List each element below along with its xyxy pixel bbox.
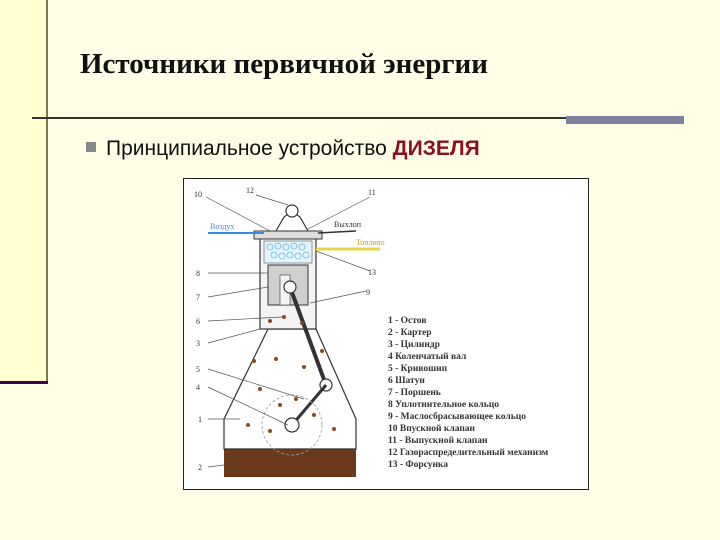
- callout-6: 6: [196, 317, 200, 326]
- callout-leaders: [205, 194, 371, 468]
- callout-8: 8: [196, 269, 200, 278]
- callout-9: 9: [366, 288, 370, 297]
- piston-pin: [283, 280, 297, 294]
- exhaust-arrow: [317, 230, 357, 234]
- bullet-square-icon: [86, 142, 96, 153]
- legend-item-5: 5 - Кривошип: [388, 364, 448, 374]
- diesel-diagram-svg: 10 12 11 8 13 7 9 6 3 5 4 1 2 Воздух Вых…: [194, 186, 549, 477]
- callout-11: 11: [368, 188, 376, 197]
- legend-item-8: 8 Уплотнительное кольцо: [388, 400, 499, 410]
- bullet-item: Принципиальное устройство ДИЗЕЛЯ: [86, 137, 480, 161]
- exhaust-label: Выхлоп: [334, 220, 362, 229]
- camshaft: [285, 204, 299, 218]
- legend-item-10: 10 Впускной клапан: [388, 423, 476, 434]
- fuel-label: Топливо: [356, 238, 385, 247]
- oil-sump: [224, 449, 356, 477]
- bullet-accent-text: ДИЗЕЛЯ: [392, 137, 480, 160]
- legend-item-6: 6 Шатун: [388, 376, 425, 386]
- legend-item-2: 2 - Картер: [388, 328, 432, 338]
- callout-13: 13: [368, 268, 376, 277]
- legend-item-9: 9 - Маслосбрасывающее кольцо: [388, 411, 526, 422]
- inlet-label: Воздух: [210, 222, 234, 231]
- cylinder-head: [253, 230, 323, 240]
- callout-3: 3: [196, 339, 200, 348]
- left-accent-bar: [0, 0, 46, 383]
- slide-title: Источники первичной энергии: [80, 48, 488, 80]
- left-accent-bottom: [0, 381, 48, 384]
- legend-item-3: 3 - Цилиндр: [388, 340, 440, 350]
- callout-7: 7: [196, 293, 200, 302]
- left-accent-line: [46, 0, 48, 383]
- callout-2: 2: [198, 463, 202, 472]
- legend-item-4: 4 Коленчатый вал: [388, 351, 467, 362]
- callout-10: 10: [194, 190, 202, 199]
- title-divider-accent: [566, 116, 684, 124]
- callout-numbers: 10 12 11 8 13 7 9 6 3 5 4 1 2: [194, 186, 376, 472]
- crankshaft-journal: [284, 417, 300, 433]
- crank-web: [290, 384, 328, 426]
- diesel-diagram: 10 12 11 8 13 7 9 6 3 5 4 1 2 Воздух Вых…: [183, 178, 589, 490]
- title-divider: [32, 117, 680, 119]
- callout-12: 12: [246, 186, 254, 195]
- callout-4: 4: [196, 383, 200, 392]
- legend-item-13: 13 - Форсунка: [388, 460, 448, 470]
- legend-item-1: 1 - Остов: [388, 316, 426, 326]
- oil-particles: [246, 315, 336, 433]
- air-bubbles: [266, 242, 310, 260]
- callout-5: 5: [196, 365, 200, 374]
- callout-1: 1: [198, 415, 202, 424]
- legend: 1 - Остов 2 - Картер 3 - Цилиндр 4 Колен…: [388, 316, 549, 470]
- connecting-rod: [288, 286, 328, 386]
- legend-item-7: 7 - Поршень: [388, 388, 441, 398]
- bullet-text: Принципиальное устройство: [106, 137, 393, 160]
- legend-item-12: 12 Газораспределительный механизм: [388, 447, 549, 458]
- legend-item-11: 11 - Выпускной клапан: [388, 435, 488, 446]
